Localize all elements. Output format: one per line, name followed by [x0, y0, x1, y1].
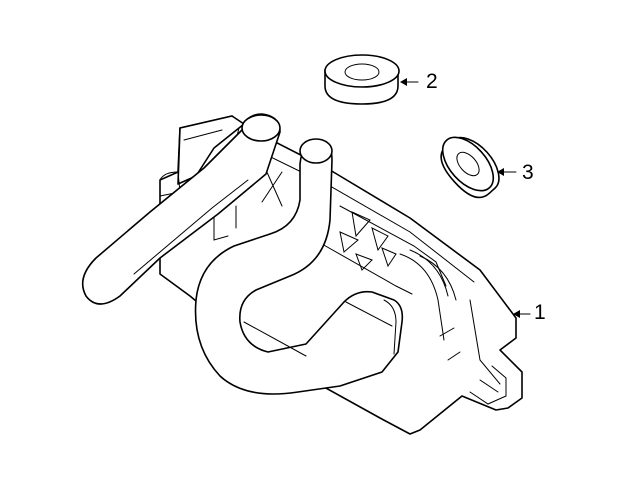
callout-label-2: 2 — [426, 70, 438, 93]
grommet-part-2 — [324, 54, 419, 105]
leader-part-1 — [513, 310, 531, 318]
heater-core — [81, 113, 523, 435]
grommet-part-3 — [440, 136, 517, 199]
callout-label-3: 3 — [522, 161, 534, 184]
callout-label-1: 1 — [534, 301, 546, 324]
